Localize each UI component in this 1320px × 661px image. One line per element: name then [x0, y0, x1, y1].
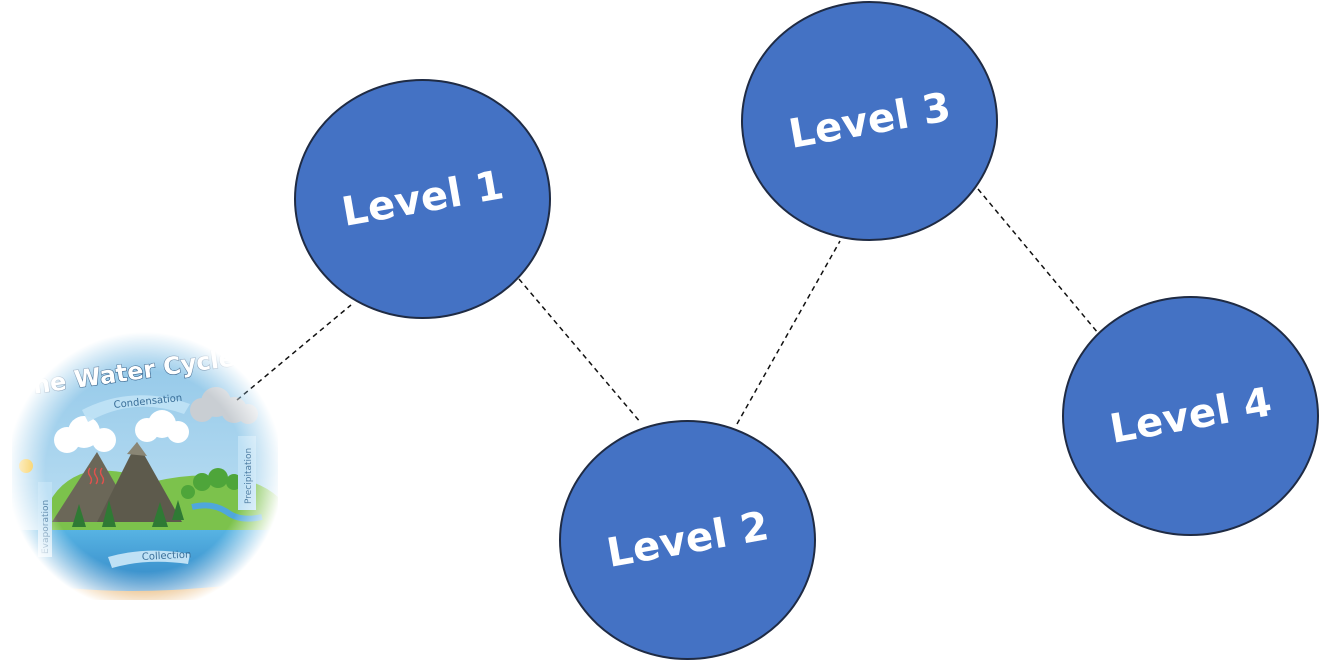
collection-label: Collection	[142, 549, 192, 563]
level-2-label: Level 2	[603, 503, 772, 577]
connector-level-3-to-level-4	[977, 188, 1099, 334]
level-1-label: Level 1	[338, 162, 507, 236]
connector-level-2-to-level-3	[736, 240, 841, 425]
precipitation-label: Precipitation	[244, 448, 254, 504]
level-1-node[interactable]: Level 1	[294, 79, 551, 319]
evaporation-label: Evaporation	[41, 500, 51, 554]
sun-icon	[19, 459, 33, 473]
water-cycle-illustration: Condensation	[12, 332, 278, 600]
level-3-label: Level 3	[785, 84, 954, 158]
water-cycle-image[interactable]: Condensation	[12, 332, 278, 600]
level-2-node[interactable]: Level 2	[559, 420, 816, 660]
level-4-label: Level 4	[1106, 379, 1275, 453]
connector-image-to-level-1	[236, 304, 352, 401]
level-4-node[interactable]: Level 4	[1062, 296, 1319, 536]
connector-level-1-to-level-2	[518, 278, 642, 424]
level-3-node[interactable]: Level 3	[741, 1, 998, 241]
